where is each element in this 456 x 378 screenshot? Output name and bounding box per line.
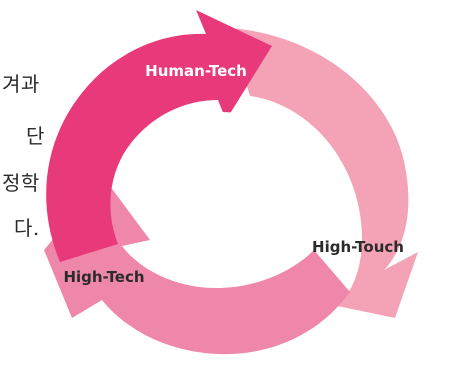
- cycle-arc-top: [46, 10, 272, 262]
- cycle-center: [138, 112, 306, 280]
- label-high-tech: High-Tech: [63, 268, 144, 286]
- margin-text-line: 다.: [14, 216, 40, 240]
- margin-text-line: 정학: [2, 171, 40, 195]
- margin-text-line: 단: [26, 124, 45, 148]
- margin-text-line: 겨과: [2, 72, 40, 96]
- label-high-touch: High-Touch: [312, 238, 404, 256]
- cycle-arc-bottom: [44, 178, 350, 355]
- label-human-tech: Human-Tech: [145, 62, 247, 80]
- margin-text-column: 겨과 단 정학 다.: [0, 0, 50, 378]
- cycle-arc-right: [228, 28, 418, 318]
